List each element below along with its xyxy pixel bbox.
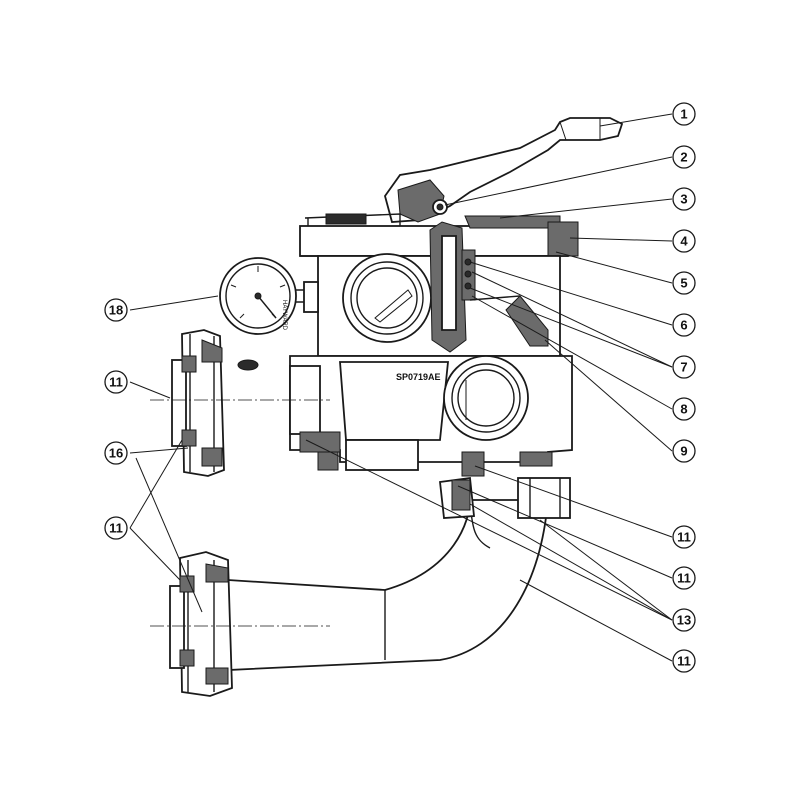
valve-handle — [384, 117, 624, 223]
callout-label: 18 — [109, 303, 123, 318]
valve-body-lower: SP0719AE — [289, 355, 573, 477]
callout-label: 5 — [680, 276, 687, 291]
callout-2: 2 — [672, 145, 696, 169]
part-code-label: SP0719AE — [396, 372, 441, 382]
callout-6: 6 — [672, 313, 696, 337]
callout-4: 4 — [672, 229, 696, 253]
callout-label: 11 — [677, 654, 691, 669]
gauge-brand-label: HAYWARD — [281, 300, 287, 331]
elbow-pipe — [150, 476, 571, 697]
callout-3: 3 — [672, 187, 696, 211]
callout-16: 16 — [104, 441, 128, 465]
valve-body-upper — [303, 221, 561, 357]
callout-label: 2 — [680, 150, 687, 165]
callout-label: 7 — [680, 360, 687, 375]
callout-label: 4 — [680, 234, 688, 249]
pressure-gauge: HAYWARD — [219, 257, 304, 335]
callout-18: 18 — [104, 298, 128, 322]
callout-label: 11 — [677, 530, 691, 545]
callout-label: 6 — [680, 318, 687, 333]
callout-7: 7 — [672, 355, 696, 379]
callout-label: 9 — [680, 444, 687, 459]
callout-11-right-a: 11 — [672, 525, 696, 549]
callout-13: 13 — [672, 608, 696, 632]
callout-label: 11 — [677, 571, 691, 586]
callout-8: 8 — [672, 397, 696, 421]
callout-label: 11 — [109, 375, 123, 390]
leader-lines — [129, 113, 673, 662]
callout-label: 3 — [680, 192, 687, 207]
callout-11-right-c: 11 — [672, 649, 696, 673]
callout-11-right-b: 11 — [672, 566, 696, 590]
callout-1: 1 — [672, 102, 696, 126]
upper-union-nut — [150, 329, 330, 477]
callout-11-left-b: 11 — [104, 516, 128, 540]
callout-label: 1 — [680, 107, 687, 122]
callout-label: 11 — [109, 521, 123, 536]
callout-5: 5 — [672, 271, 696, 295]
callout-11-left-a: 11 — [104, 370, 128, 394]
callout-9: 9 — [672, 439, 696, 463]
callout-label: 16 — [109, 446, 123, 461]
callout-label: 13 — [677, 613, 691, 628]
callout-label: 8 — [680, 402, 687, 417]
